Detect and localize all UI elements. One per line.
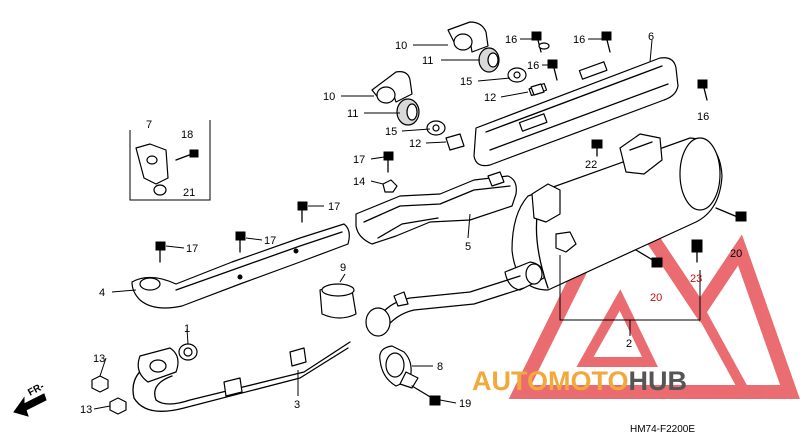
callout-4: 4 xyxy=(99,287,105,299)
bolt-16-group xyxy=(531,31,708,101)
callout-17: 17 xyxy=(264,235,276,247)
callout-19: 19 xyxy=(459,398,471,410)
callout-10: 10 xyxy=(395,40,407,52)
callout-16: 16 xyxy=(505,34,517,46)
callout-6: 6 xyxy=(648,31,654,43)
exhaust-pipe xyxy=(132,341,351,412)
watermark-part-hub: HUB xyxy=(629,366,688,396)
callout-18: 18 xyxy=(181,129,193,141)
joint-pipe xyxy=(365,275,525,337)
bolt-19 xyxy=(411,385,441,406)
callout-11: 11 xyxy=(422,55,433,67)
callout-3: 3 xyxy=(294,399,300,411)
callout-12: 12 xyxy=(484,92,496,104)
callout-8: 8 xyxy=(437,361,443,373)
watermark-text: AUTOMOTOHUB xyxy=(472,366,687,396)
heat-shield-mid xyxy=(355,171,517,245)
bolt-17-group xyxy=(155,151,394,263)
bolt-20-group xyxy=(635,207,747,268)
callout-20: 20 xyxy=(730,248,742,260)
clamp-8 xyxy=(379,345,419,389)
watermark-part-auto: AUTO xyxy=(472,366,548,396)
callout-17: 17 xyxy=(328,201,340,213)
callout-15: 15 xyxy=(460,76,472,88)
callout-15: 15 xyxy=(385,126,397,138)
callout-9: 9 xyxy=(340,262,346,274)
front-direction-arrow: FR- xyxy=(13,381,47,417)
bolt-22 xyxy=(591,139,603,157)
callout-21: 21 xyxy=(183,187,195,199)
watermark-part-moto: MOTO xyxy=(548,366,629,396)
bracket-lower xyxy=(371,71,465,151)
callout-23: 23 xyxy=(690,273,702,285)
callout-17: 17 xyxy=(186,243,198,255)
nut-13-group xyxy=(91,375,127,415)
callout-1: 1 xyxy=(184,323,190,335)
callout-13: 13 xyxy=(93,353,105,365)
callout-10: 10 xyxy=(323,91,335,103)
callout-12: 12 xyxy=(409,138,421,150)
callout-14: 14 xyxy=(353,176,365,188)
bolt-23 xyxy=(691,239,703,263)
callout-13: 13 xyxy=(80,404,92,416)
callout-5: 5 xyxy=(465,241,471,253)
washer-14 xyxy=(382,179,398,193)
bracket-upper xyxy=(447,21,545,96)
callout-16: 16 xyxy=(527,60,539,72)
leader-lines xyxy=(93,38,701,410)
gasket-1 xyxy=(178,343,198,361)
callout-2: 2 xyxy=(626,338,632,350)
callout-20: 20 xyxy=(650,292,662,304)
callout-7: 7 xyxy=(146,119,152,131)
callouts: 10 11 15 12 16 16 16 16 6 10 11 15 12 22… xyxy=(80,31,742,416)
callout-16: 16 xyxy=(573,34,585,46)
callout-11: 11 xyxy=(347,108,358,120)
muffler xyxy=(504,133,723,291)
callout-17: 17 xyxy=(353,154,365,166)
diagram-code: HM74-F2200E xyxy=(630,424,695,435)
callout-22: 22 xyxy=(585,159,597,171)
heat-shield-lower xyxy=(131,223,350,309)
gasket-9 xyxy=(319,283,357,319)
inset-box xyxy=(129,120,211,201)
callout-16: 16 xyxy=(697,111,709,123)
